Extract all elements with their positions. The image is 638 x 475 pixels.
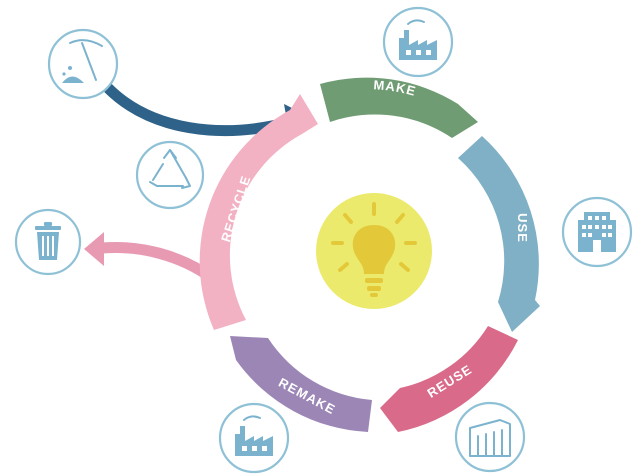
input-arrow <box>102 82 296 137</box>
factory-icon <box>218 402 290 474</box>
output-arrow <box>96 242 218 284</box>
mining-pickaxe-icon <box>47 28 119 100</box>
lightbulb-icon <box>316 193 432 309</box>
stage-use: USE <box>458 136 540 332</box>
recycle-icon <box>135 140 205 210</box>
office-building-icon <box>561 196 633 268</box>
warehouse-icon <box>454 401 526 473</box>
output-arrow-head <box>84 232 104 266</box>
stage-make: MAKE <box>320 77 478 138</box>
stage-label-use: USE <box>515 213 530 243</box>
stage-reuse: REUSE <box>380 326 518 432</box>
factory-icon <box>382 6 454 78</box>
trash-bin-icon <box>14 208 82 276</box>
